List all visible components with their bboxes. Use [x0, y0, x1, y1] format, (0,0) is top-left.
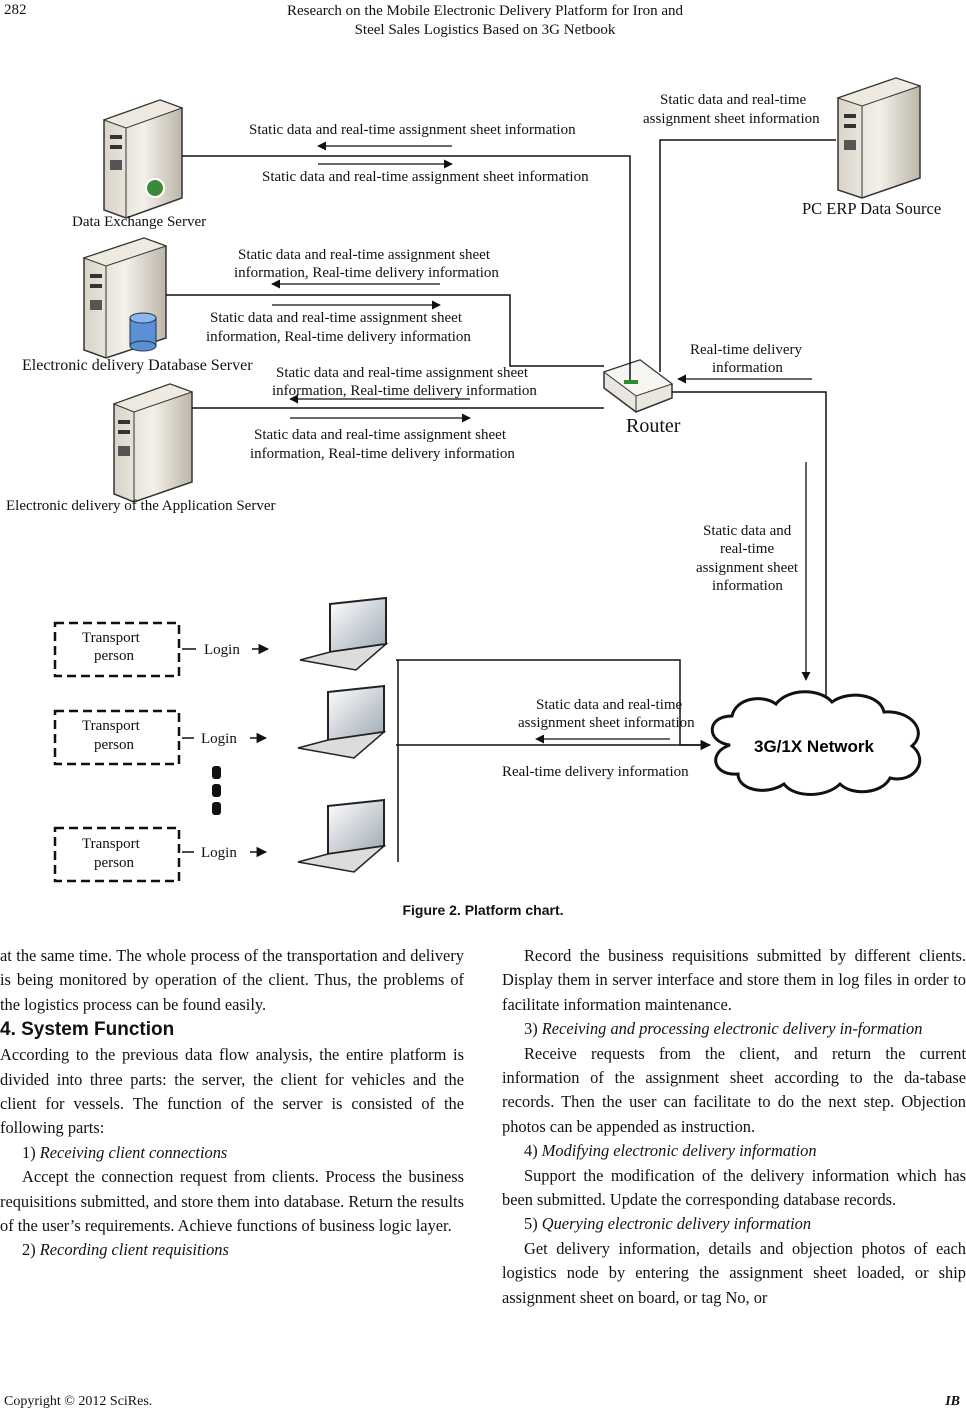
database-server-label: Electronic delivery Database Server — [22, 357, 253, 374]
list-item: 4) Modifying electronic delivery informa… — [502, 1139, 966, 1163]
laptop-icon — [297, 684, 387, 759]
data-exchange-server-icon — [102, 99, 184, 219]
router-in-label-line-1: Real-time delivery — [690, 342, 803, 358]
transport-person-box — [53, 826, 181, 883]
list-item: 3) Receiving and processing electronic d… — [502, 1017, 966, 1041]
router-in-label-line-2: information — [712, 360, 783, 376]
wire-database — [166, 294, 604, 367]
list-item-number: 2) — [22, 1240, 36, 1260]
network-cloud-icon — [710, 690, 922, 796]
router-icon — [602, 359, 674, 413]
transport-3-line-2: person — [94, 855, 134, 871]
right-column: Record the business requisitions submitt… — [502, 944, 966, 1310]
transport-person-box — [53, 621, 181, 678]
laptop-icon — [297, 798, 387, 873]
laptop-icon — [299, 596, 389, 671]
transport-3-line-1: Transport — [82, 836, 141, 852]
transport-2-line-1: Transport — [82, 718, 141, 734]
copyright: Copyright © 2012 SciRes. — [4, 1394, 153, 1409]
list-item-title: Recording client requisitions — [39, 1240, 229, 1260]
running-title-line-2: Steel Sales Logistics Based on 3G Netboo… — [354, 22, 616, 38]
router-label: Router — [626, 415, 681, 437]
list-item-title: Modifying electronic delivery informatio… — [541, 1141, 817, 1161]
app-top-label-line-1: Static data and real-time assignment she… — [276, 365, 529, 381]
running-title-line-1: Research on the Mobile Electronic Delive… — [286, 3, 684, 19]
app-top-label-line-2: information, Real-time delivery informat… — [272, 383, 537, 399]
network-up-label-line-2: real-time — [720, 541, 774, 557]
list-item: 2) Recording client requisitions — [0, 1238, 464, 1262]
transport-2-line-2: person — [94, 737, 134, 753]
figure-caption: Figure 2. Platform chart. — [402, 902, 564, 918]
network-label: 3G/1X Network — [754, 737, 875, 756]
app-bottom-label-line-2: information, Real-time delivery informat… — [250, 446, 515, 462]
journal-abbreviation: IB — [945, 1394, 960, 1409]
paragraph: Accept the connection request from clien… — [0, 1167, 464, 1236]
wire-router-network — [672, 391, 827, 704]
db-bottom-label-line-1: Static data and real-time assignment she… — [210, 310, 463, 326]
list-item: 1) Receiving client connections — [0, 1141, 464, 1165]
application-server-icon — [112, 383, 194, 503]
erp-label-line-2: assignment sheet information — [643, 111, 820, 127]
section-heading: 4. System Function — [0, 1019, 175, 1041]
list-item-title: Receiving client connections — [39, 1142, 228, 1162]
running-title: Research on the Mobile Electronic Delive… — [250, 2, 720, 40]
dex-top-label: Static data and real-time assignment she… — [249, 122, 576, 138]
transport-1-line-2: person — [94, 648, 134, 664]
list-item-number: 5) — [524, 1214, 538, 1234]
paragraph: According to the previous data flow anal… — [0, 1045, 464, 1138]
wire-data-exchange — [182, 155, 631, 380]
net-top-label-line-2: assignment sheet information — [518, 715, 695, 731]
list-item-number: 1) — [22, 1142, 36, 1162]
wire-erp — [659, 139, 836, 372]
network-up-label-line-1: Static data and — [703, 523, 792, 539]
application-server-label: Electronic delivery of the Application S… — [6, 498, 276, 514]
list-item-title: Receiving and processing electronic deli… — [541, 1019, 923, 1039]
data-exchange-server-label: Data Exchange Server — [72, 214, 206, 230]
paragraph: Support the modification of the delivery… — [502, 1165, 966, 1210]
dex-bottom-label: Static data and real-time assignment she… — [262, 169, 589, 185]
paragraph: Record the business requisitions submitt… — [502, 946, 966, 1014]
app-bottom-label-line-1: Static data and real-time assignment she… — [254, 427, 507, 443]
platform-chart-figure: Data Exchange Server PC ERP Data Source … — [0, 70, 966, 900]
erp-data-source-label: PC ERP Data Source — [802, 199, 941, 218]
transport-1-line-1: Transport — [82, 630, 141, 646]
database-server-icon — [82, 237, 168, 359]
left-column: at the same time. The whole process of t… — [0, 944, 464, 1263]
paragraph: Get delivery information, details and ob… — [502, 1238, 966, 1307]
login-label-2: Login — [201, 731, 237, 747]
network-up-label-line-3: assignment sheet — [696, 560, 799, 576]
transport-person-box — [53, 709, 181, 766]
erp-label-line-1: Static data and real-time — [660, 92, 807, 108]
erp-data-source-icon — [836, 77, 922, 199]
net-top-label-line-1: Static data and real-time — [536, 697, 683, 713]
page-number: 282 — [4, 2, 27, 18]
db-top-label-line-1: Static data and real-time assignment she… — [238, 247, 491, 263]
paragraph: Receive requests from the client, and re… — [502, 1043, 966, 1136]
login-label-1: Login — [204, 642, 240, 658]
list-item-title: Querying electronic delivery information — [541, 1214, 812, 1234]
net-bottom-label: Real-time delivery information — [502, 764, 689, 780]
list-item-number: 4) — [524, 1141, 538, 1161]
network-up-label-line-4: information — [712, 578, 783, 594]
db-top-label-line-2: information, Real-time delivery informat… — [234, 265, 499, 281]
paragraph: at the same time. The whole process of t… — [0, 946, 464, 1014]
login-label-3: Login — [201, 845, 237, 861]
ellipsis-dots — [212, 766, 221, 815]
db-bottom-label-line-2: information, Real-time delivery informat… — [206, 329, 471, 345]
list-item: 5) Querying electronic delivery informat… — [502, 1212, 966, 1236]
list-item-number: 3) — [524, 1019, 538, 1039]
